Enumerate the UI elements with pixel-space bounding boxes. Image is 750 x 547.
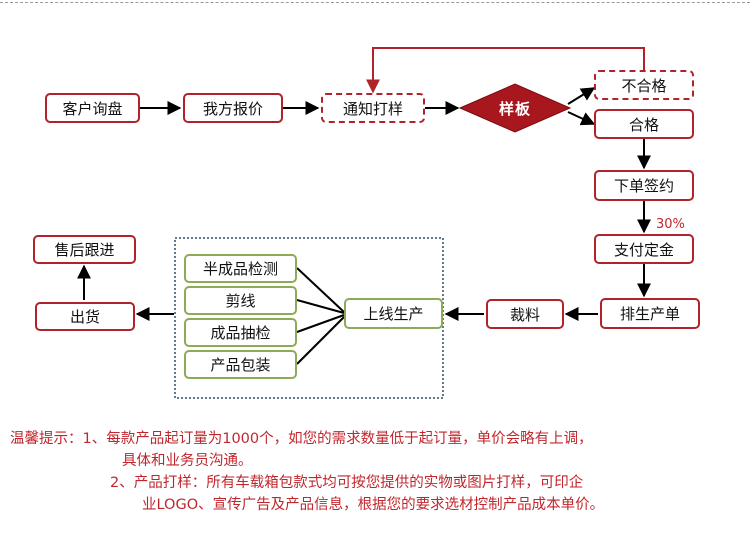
node-fail: 不合格 — [594, 70, 694, 100]
arrow-fail-loop-back — [366, 47, 645, 94]
node-finished-inspect: 成品抽检 — [184, 318, 297, 347]
node-sample-label: 样板 — [498, 99, 531, 118]
node-order-contract: 下单签约 — [594, 170, 694, 201]
arrow-sample-to-pass — [567, 111, 596, 126]
tips-line-1: 温馨提示：1、每款产品起订量为1000个，如您的需求数量低于起订量，单价会略有上… — [10, 431, 593, 447]
node-inquiry: 客户询盘 — [45, 93, 140, 123]
link-production-trim — [296, 299, 345, 314]
node-semi-inspect: 半成品检测 — [184, 254, 297, 283]
node-schedule: 排生产单 — [600, 298, 700, 329]
node-cutting: 裁料 — [486, 299, 564, 329]
tips-line-3: 2、产品打样：所有车载箱包款式均可按您提供的实物或图片打样，可印企 — [110, 475, 584, 491]
link-production-semi — [296, 267, 345, 313]
link-production-packing — [296, 316, 345, 365]
production-group-frame — [174, 237, 444, 399]
node-pass: 合格 — [594, 109, 694, 139]
node-deposit: 支付定金 — [594, 234, 694, 264]
node-notify-sample: 通知打样 — [321, 93, 425, 123]
node-shipping: 出货 — [35, 302, 135, 331]
node-quote: 我方报价 — [183, 93, 283, 123]
top-dashed-rule — [0, 2, 750, 3]
tips-block: 温馨提示：1、每款产品起订量为1000个，如您的需求数量低于起订量，单价会略有上… — [10, 428, 745, 516]
sample-diamond-shape — [458, 83, 572, 133]
link-production-finished — [296, 314, 345, 333]
node-trim: 剪线 — [184, 286, 297, 315]
tips-line-2: 具体和业务员沟通。 — [122, 453, 253, 469]
arrow-sample-to-fail — [567, 87, 596, 105]
node-production: 上线生产 — [344, 298, 443, 329]
node-after-sales: 售后跟进 — [33, 235, 136, 264]
tips-line-4: 业LOGO、宣传广告及产品信息，根据您的要求选材控制产品成本单价。 — [142, 497, 605, 513]
node-packing: 产品包装 — [184, 350, 297, 379]
deposit-rate: 30% — [656, 217, 685, 232]
